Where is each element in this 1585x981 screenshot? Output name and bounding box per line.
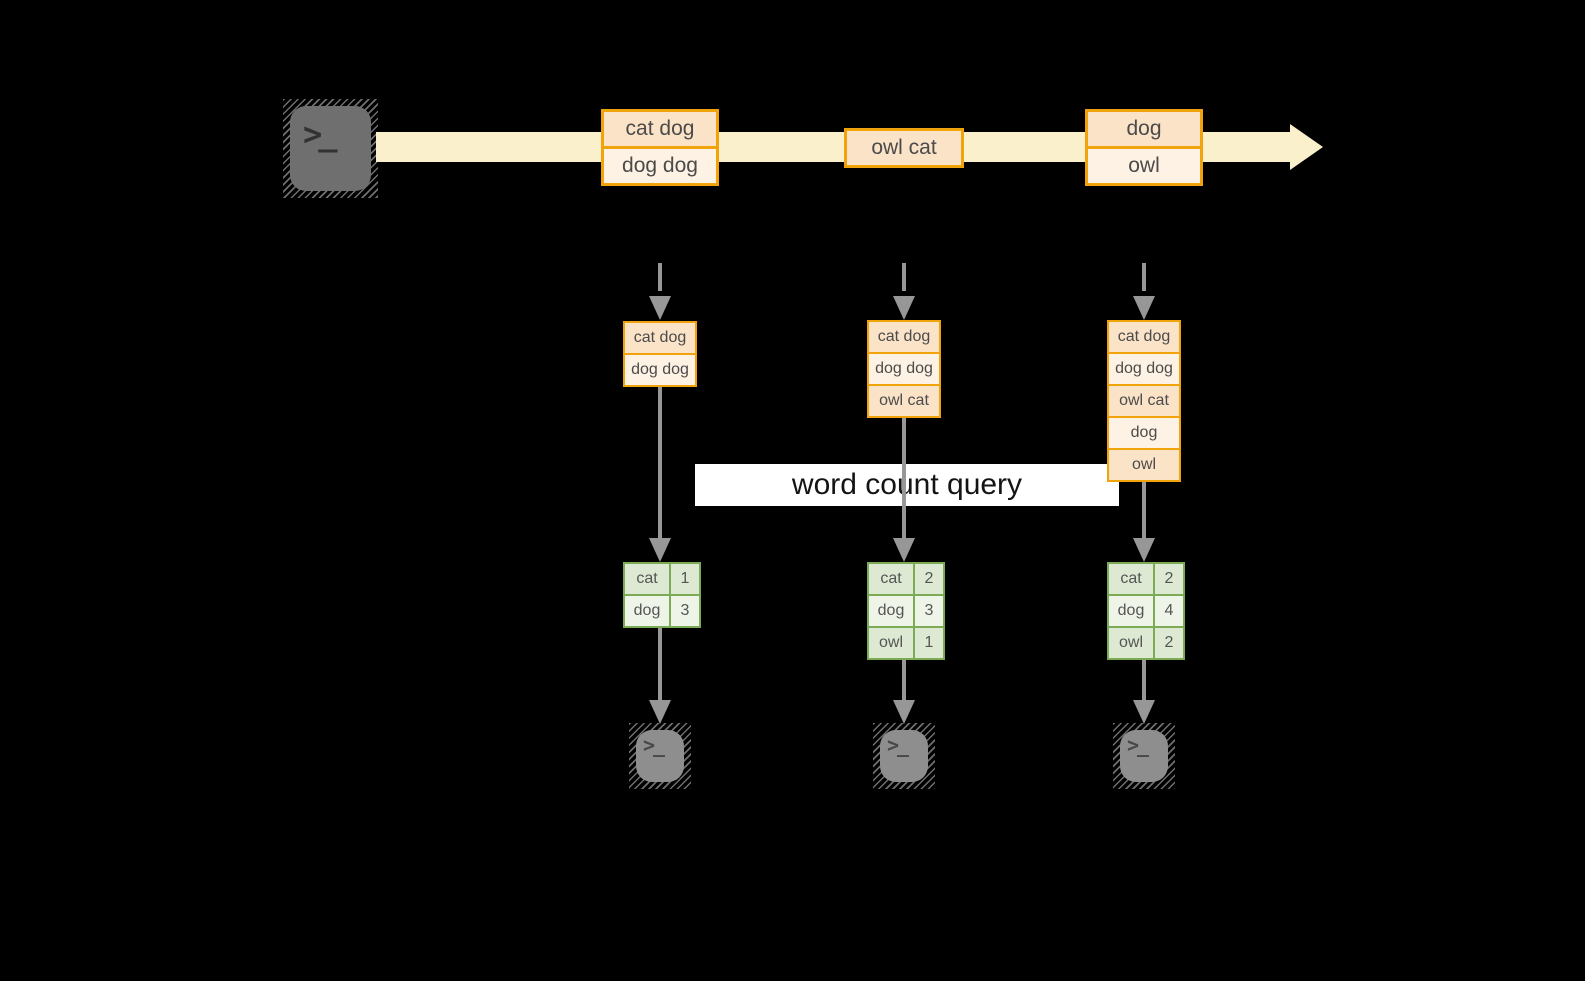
query-arrow-line: [1142, 482, 1146, 546]
table-row: dog 3: [869, 594, 943, 626]
ingest-arrowhead-icon: [1133, 296, 1155, 320]
table-row: cat 1: [625, 564, 699, 594]
output-arrowhead-icon: [649, 700, 671, 724]
count-cell: 4: [1164, 602, 1174, 619]
stream-event-line: owl cat: [847, 131, 961, 165]
output-arrowhead-icon: [1133, 700, 1155, 724]
buffered-event-line: owl: [1109, 448, 1179, 480]
word-count-table: cat 2 dog 4 owl 2: [1107, 562, 1185, 660]
count-cell: 2: [1164, 570, 1174, 587]
query-arrowhead-icon: [649, 538, 671, 562]
word-cell: dog: [869, 596, 915, 626]
output-arrow-line: [1142, 660, 1146, 708]
terminal-icon: [1120, 730, 1168, 782]
query-label-band: word count query: [695, 464, 1119, 506]
buffered-events-box: cat dog dog dog: [623, 321, 697, 387]
terminal-icon: [636, 730, 684, 782]
word-cell: cat: [1109, 564, 1155, 594]
buffered-event-line: dog dog: [625, 353, 695, 385]
buffered-events-box: cat dog dog dog owl cat: [867, 320, 941, 418]
output-arrow-line: [658, 628, 662, 708]
word-count-table: cat 2 dog 3 owl 1: [867, 562, 945, 660]
buffered-event-line: dog dog: [1109, 352, 1179, 384]
source-terminal-icon: >_: [283, 99, 378, 198]
output-arrow-line: [902, 660, 906, 708]
word-cell: owl: [1109, 628, 1155, 658]
stream-event-line: dog dog: [604, 146, 716, 183]
stream-event-box: owl cat: [844, 128, 964, 168]
stream-event-line: cat dog: [604, 112, 716, 146]
output-terminal-icon: >_: [1113, 723, 1175, 789]
buffered-event-line: cat dog: [869, 322, 939, 352]
table-row: owl 2: [1109, 626, 1183, 658]
output-arrowhead-icon: [893, 700, 915, 724]
buffered-event-line: owl cat: [1109, 384, 1179, 416]
terminal-icon: [880, 730, 928, 782]
query-arrow-line: [658, 387, 662, 546]
ingest-arrowhead-icon: [893, 296, 915, 320]
stream-arrowhead-icon: [1290, 124, 1323, 170]
buffered-event-line: dog dog: [869, 352, 939, 384]
ingest-arrow-dash: [1142, 263, 1146, 291]
table-row: dog 4: [1109, 594, 1183, 626]
stream-event-box: cat dog dog dog: [601, 109, 719, 186]
count-cell: 1: [680, 570, 690, 587]
terminal-prompt-icon: >_: [1127, 733, 1149, 757]
word-count-table: cat 1 dog 3: [623, 562, 701, 628]
table-row: cat 2: [1109, 564, 1183, 594]
terminal-prompt-icon: >_: [643, 733, 665, 757]
buffered-event-line: owl cat: [869, 384, 939, 416]
buffered-event-line: cat dog: [1109, 322, 1179, 352]
ingest-arrow-dash: [902, 263, 906, 291]
stream-event-line: owl: [1088, 146, 1200, 183]
word-cell: owl: [869, 628, 915, 658]
query-arrowhead-icon: [893, 538, 915, 562]
buffered-events-box: cat dog dog dog owl cat dog owl: [1107, 320, 1181, 482]
ingest-arrow-dash: [658, 263, 662, 291]
table-row: owl 1: [869, 626, 943, 658]
output-terminal-icon: >_: [629, 723, 691, 789]
word-cell: dog: [1109, 596, 1155, 626]
output-terminal-icon: >_: [873, 723, 935, 789]
query-arrow-line: [902, 418, 906, 546]
count-cell: 1: [924, 634, 934, 651]
word-cell: cat: [869, 564, 915, 594]
buffered-event-line: dog: [1109, 416, 1179, 448]
word-cell: dog: [625, 596, 671, 626]
terminal-icon: [290, 106, 371, 191]
word-cell: cat: [625, 564, 671, 594]
count-cell: 2: [1164, 634, 1174, 651]
stream-event-line: dog: [1088, 112, 1200, 146]
terminal-prompt-icon: >_: [303, 115, 337, 153]
table-row: cat 2: [869, 564, 943, 594]
query-arrowhead-icon: [1133, 538, 1155, 562]
terminal-prompt-icon: >_: [887, 733, 909, 757]
ingest-arrowhead-icon: [649, 296, 671, 320]
count-cell: 2: [924, 570, 934, 587]
buffered-event-line: cat dog: [625, 323, 695, 353]
table-row: dog 3: [625, 594, 699, 626]
count-cell: 3: [924, 602, 934, 619]
count-cell: 3: [680, 602, 690, 619]
stream-event-box: dog owl: [1085, 109, 1203, 186]
